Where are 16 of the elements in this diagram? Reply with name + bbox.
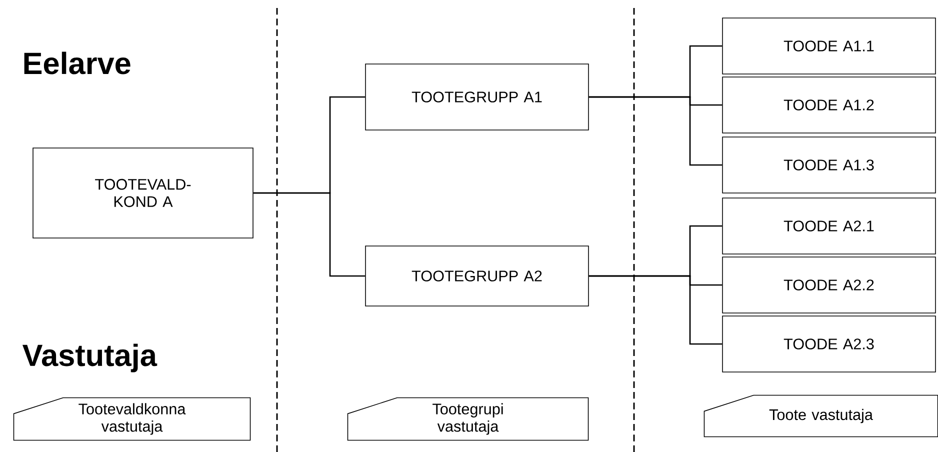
box: TOOTEVALD- KOND A xyxy=(32,148,254,238)
cut-corner-box: Tootegrupi vastutaja xyxy=(347,397,589,441)
box: TOODE A1.2 xyxy=(722,76,936,134)
box: TOODE A2.2 xyxy=(722,256,936,314)
box: TOOTEGRUPP A1 xyxy=(365,64,589,130)
cut-corner-box: Toote vastutaja xyxy=(704,394,938,438)
box: TOODE A2.3 xyxy=(722,316,936,372)
box: TOODE A1.3 xyxy=(722,136,936,194)
box: TOODE A2.1 xyxy=(722,198,936,254)
connector-line xyxy=(253,192,366,277)
connector-line xyxy=(588,96,722,166)
cut-corner-box: Tootevaldkonna vastutaja xyxy=(13,397,251,441)
section-heading: Eelarve xyxy=(24,52,130,74)
box: TOODE A1.1 xyxy=(722,18,936,74)
connector-line xyxy=(588,275,722,345)
box: TOOTEGRUPP A2 xyxy=(365,246,589,306)
